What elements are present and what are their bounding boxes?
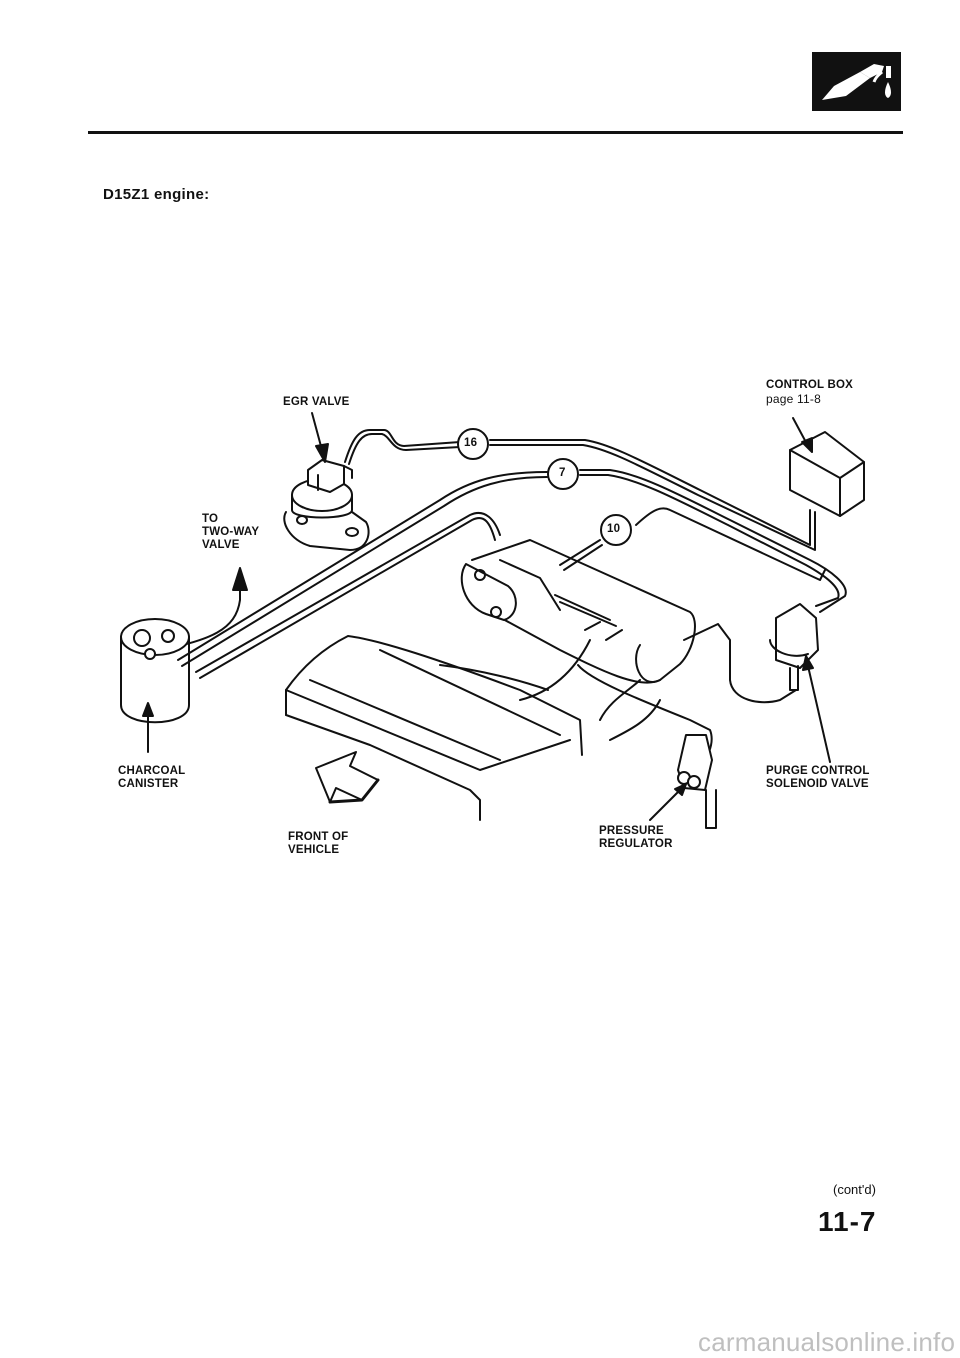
callout-10: [600, 514, 632, 546]
throttle-body: [460, 539, 696, 684]
egr-valve-label: EGR VALVE: [283, 396, 350, 408]
fuel-pump-nozzle-icon: [812, 52, 901, 111]
charcoal-canister: [120, 618, 190, 724]
pressure-regulator: [577, 664, 717, 829]
two-way-valve-label: TO TWO-WAY VALVE: [202, 513, 260, 551]
hose-16: [344, 429, 816, 551]
arrow-two-way: [232, 567, 248, 591]
egr-leader: [311, 412, 323, 451]
purge-control-solenoid-valve-label: PURGE CONTROL SOLENOID VALVE: [766, 765, 870, 790]
callout-7: [547, 458, 579, 490]
section-heading: D15Z1 engine:: [103, 186, 210, 203]
control-box-page-ref: page 11-8: [766, 392, 821, 406]
callout-7-label: 7: [559, 467, 566, 479]
callout-10-label: 10: [607, 523, 621, 535]
header-rule: [88, 131, 903, 134]
continued-note: (cont'd): [833, 1182, 876, 1197]
callout-16: [457, 428, 489, 460]
hose-10: [195, 507, 826, 679]
hose-7: [177, 469, 847, 667]
pressure-regulator-leader: [649, 789, 681, 821]
egr-valve: [283, 459, 370, 551]
purge-control-solenoid-valve: [683, 603, 819, 704]
control-box: [789, 431, 865, 517]
purge-control-leader: [807, 665, 831, 763]
page-number: 11-7: [818, 1206, 877, 1237]
front-of-vehicle-arrow: [315, 751, 380, 804]
control-box-label: CONTROL BOX: [766, 379, 853, 391]
pressure-regulator-label: PRESSURE REGULATOR: [599, 825, 673, 850]
site-watermark: carmanualsonline.info: [698, 1327, 956, 1357]
callout-16-label: 16: [464, 437, 478, 449]
intake-manifold: [285, 635, 661, 821]
front-of-vehicle-label: FRONT OF VEHICLE: [288, 831, 349, 856]
charcoal-canister-label: CHARCOAL CANISTER: [118, 765, 186, 790]
